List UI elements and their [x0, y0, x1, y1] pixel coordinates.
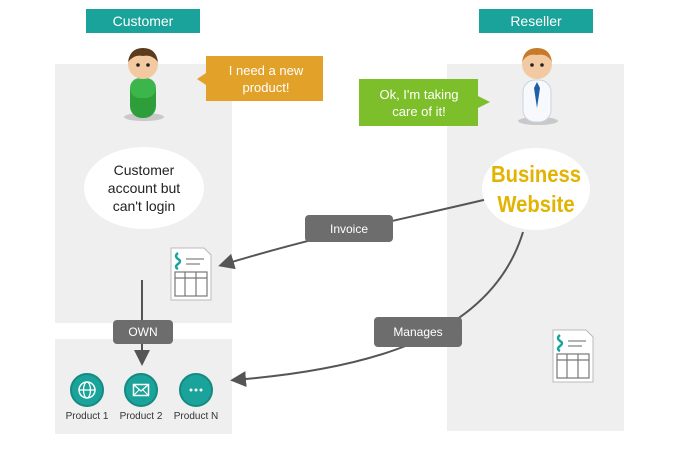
business-website-line2: Website [497, 191, 575, 217]
customer-avatar-icon [124, 48, 164, 121]
business-website-ellipse [482, 148, 590, 230]
invoice-label: Invoice [305, 215, 393, 242]
customer-speech-text: I need a new product! [206, 56, 326, 101]
reseller-speech-line1: Ok, I'm taking [379, 86, 459, 102]
reseller-speech-line2: care of it! [392, 103, 446, 119]
customer-account-ellipse [84, 147, 204, 229]
customer-account-line2: account but [107, 180, 181, 196]
customer-speech-bubble [197, 56, 323, 101]
own-label: OWN [113, 320, 173, 344]
product-1-label: Product 1 [65, 411, 109, 422]
product-n-button[interactable] [179, 373, 213, 407]
reseller-avatar-icon [518, 48, 558, 125]
manages-arrow [230, 231, 524, 388]
reseller-document-icon [552, 329, 594, 383]
business-website-line1: Business [490, 161, 581, 187]
product-1-button[interactable] [70, 373, 104, 407]
product-n-label: Product N [173, 411, 219, 422]
customer-speech-line1: I need a new [228, 62, 304, 78]
product-2-label: Product 2 [119, 411, 163, 422]
globe-icon [78, 381, 96, 399]
product-2-button[interactable] [124, 373, 158, 407]
customer-header: Customer [86, 9, 200, 33]
business-website-text: Business Website [483, 146, 589, 232]
customer-account-line1: Customer [113, 162, 175, 178]
envelope-icon [132, 383, 150, 397]
manages-label: Manages [374, 317, 462, 347]
more-icon [189, 388, 203, 392]
invoice-document-icon [170, 247, 212, 301]
customer-account-line3: can't login [112, 198, 176, 214]
customer-account-text: Customer account but can't login [82, 145, 206, 231]
reseller-header: Reseller [479, 9, 593, 33]
customer-speech-line2: product! [242, 79, 290, 95]
reseller-speech-text: Ok, I'm taking care of it! [359, 79, 479, 126]
reseller-speech-bubble [359, 79, 490, 126]
